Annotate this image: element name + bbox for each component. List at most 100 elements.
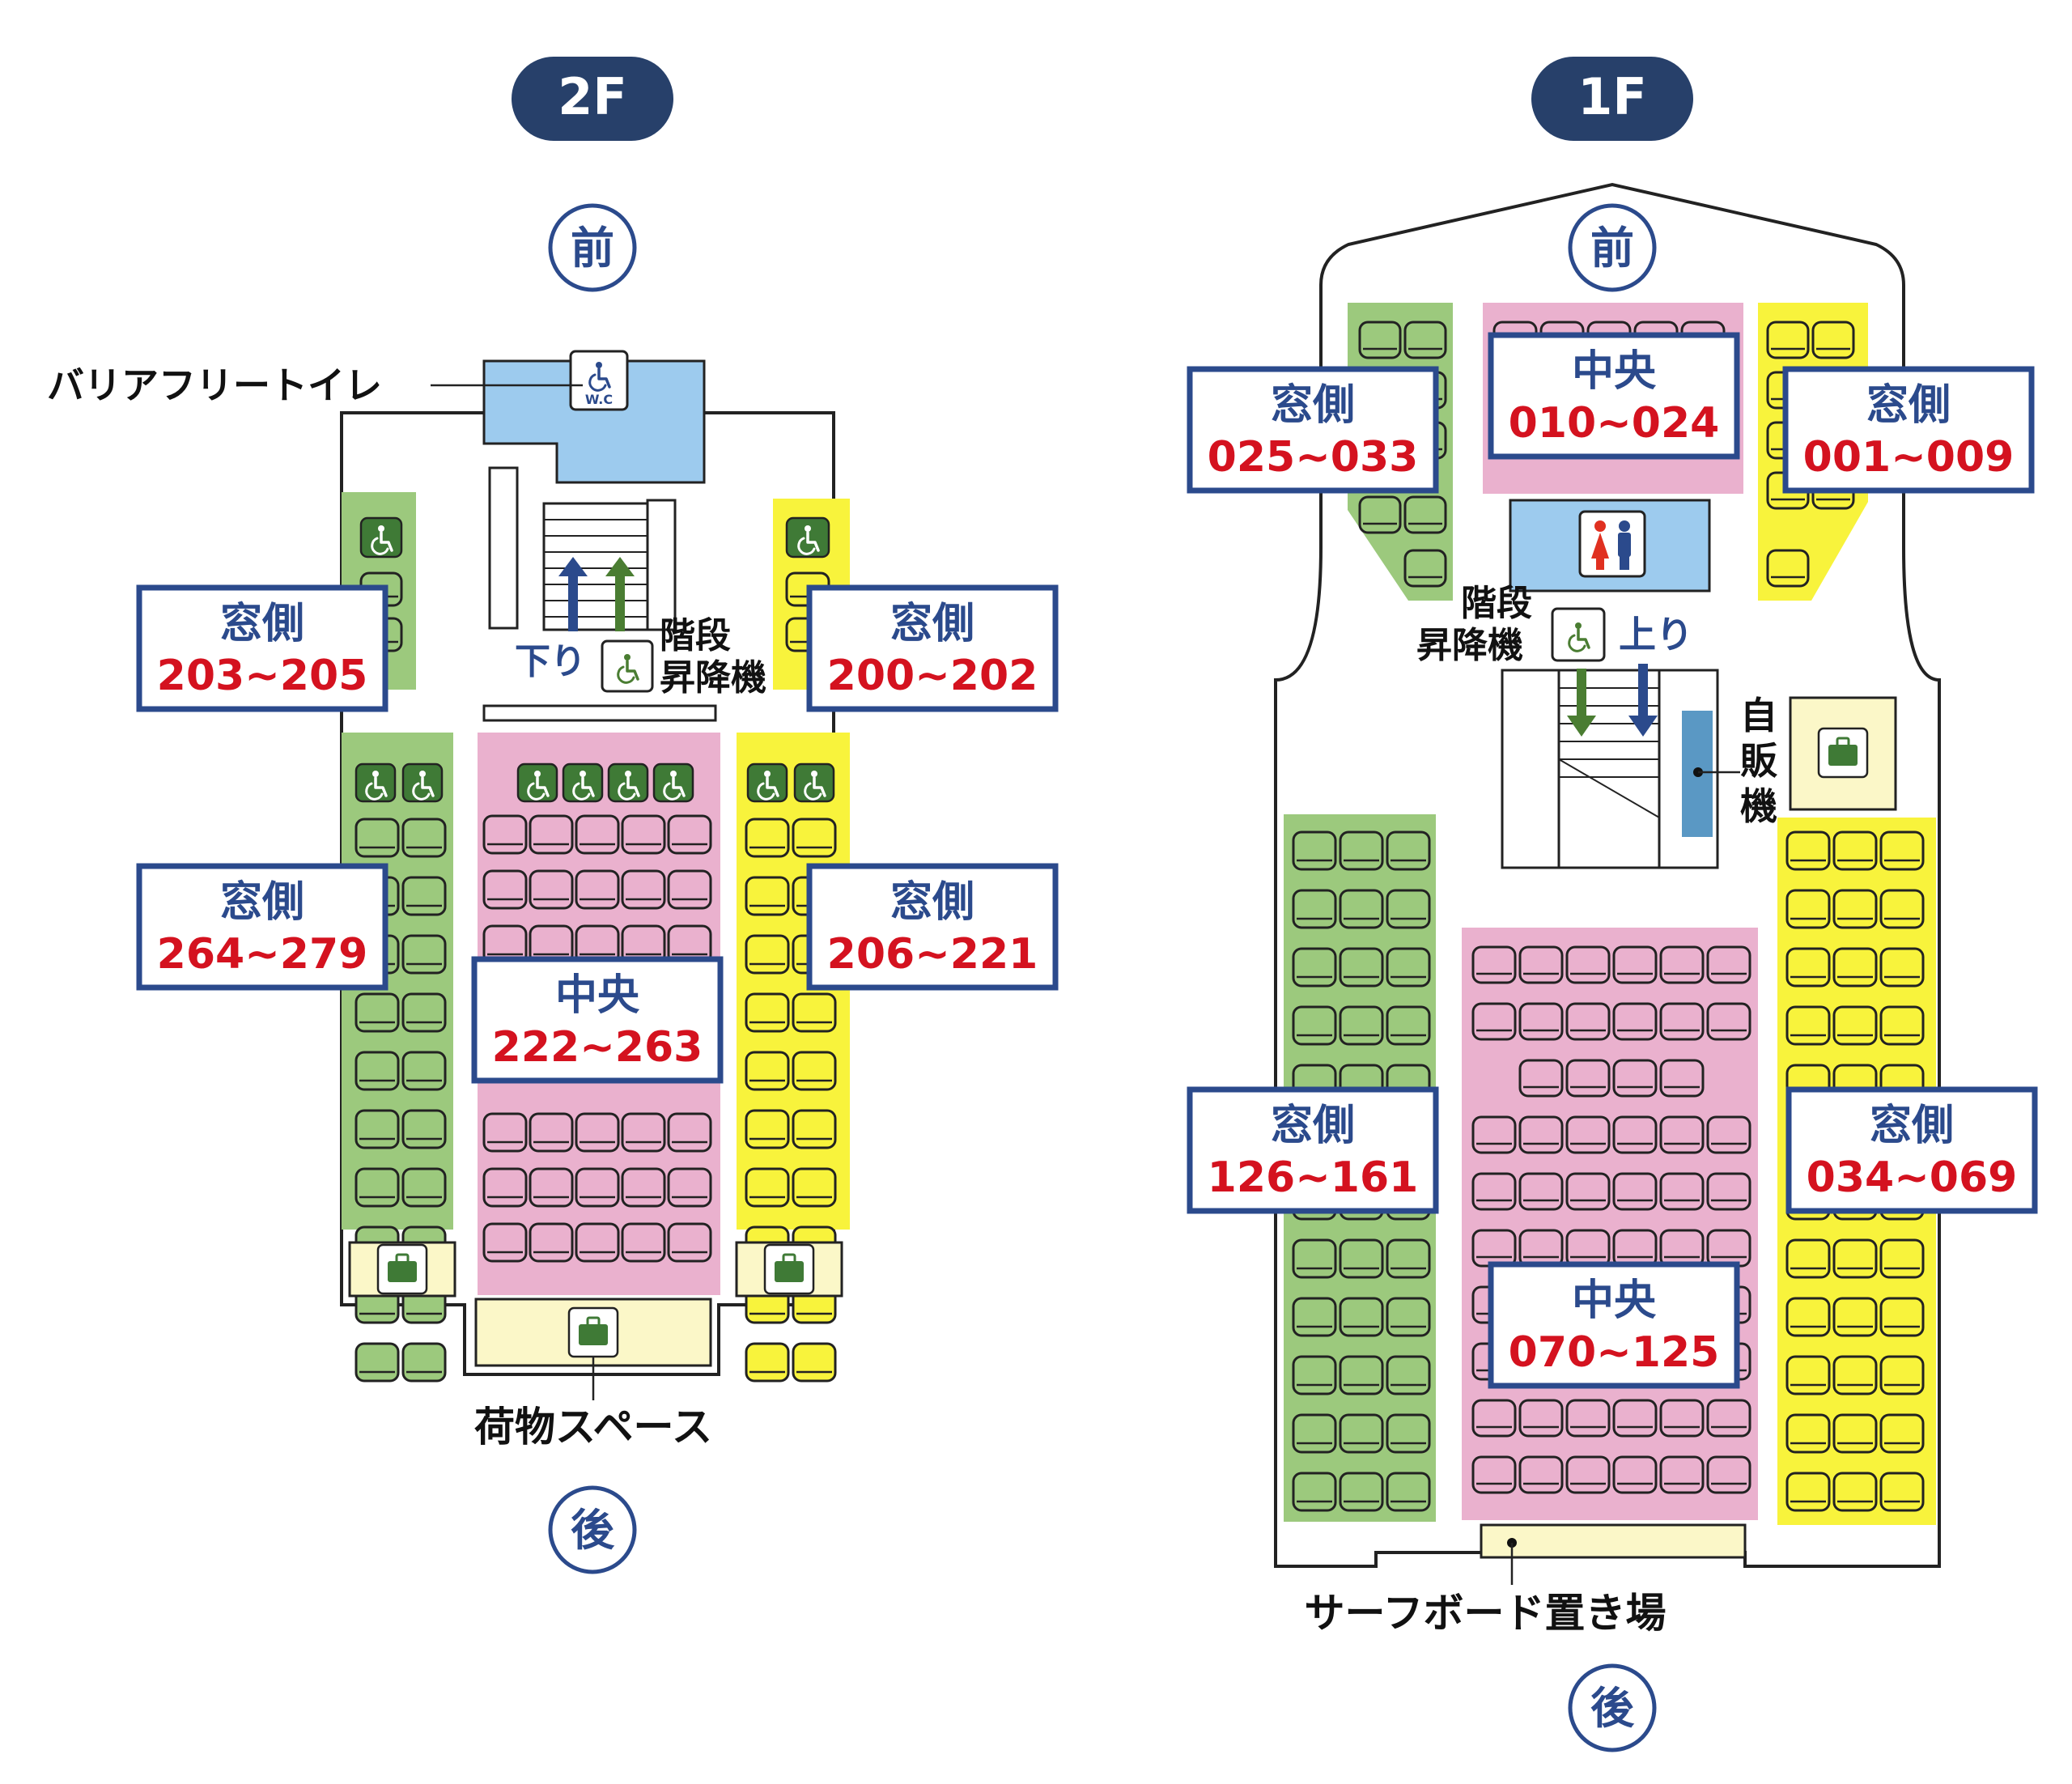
stairs-up-label: 上り: [1619, 613, 1693, 656]
seat: [745, 876, 790, 916]
zone-title: 中央: [555, 971, 640, 1020]
zone-seat-range: 034~069: [1807, 1153, 2018, 1202]
seat: [1292, 1472, 1337, 1512]
seat: [1785, 830, 1831, 871]
suitcase-handle: [782, 1253, 796, 1264]
stair-pillar-2f: [488, 466, 519, 630]
zone-seat-range: 203~205: [157, 652, 368, 700]
seat: [575, 1222, 620, 1263]
seat: [1706, 1002, 1751, 1041]
vending-label-1: 自: [1740, 694, 1777, 737]
seat: [529, 1222, 574, 1263]
seat: [621, 1222, 666, 1263]
zone-label-box: [806, 863, 1059, 991]
seat: [1518, 1002, 1564, 1041]
seat: [1879, 1472, 1925, 1512]
floor-badge-2f: [512, 57, 673, 141]
seat: [1386, 1297, 1431, 1337]
seat: [667, 1167, 712, 1208]
lift-label-2f: 昇降機: [660, 657, 766, 699]
zone-label-box: [136, 863, 388, 991]
seat: [1292, 830, 1337, 871]
zone-label-box: [1488, 1261, 1740, 1389]
seat: [1339, 947, 1384, 988]
zone-title: 中央: [1572, 347, 1657, 396]
floor-1f: 1F 前 階段 昇降機 上り: [1187, 57, 2038, 1752]
zone-seat-range: 264~279: [157, 930, 368, 979]
zone-seat-range: 222~263: [492, 1023, 703, 1072]
floor-badge-1f: [1531, 57, 1693, 141]
seat: [621, 1112, 666, 1153]
seat: [1565, 1002, 1611, 1041]
seat: [1358, 495, 1402, 534]
stair-landing-2f: [482, 704, 717, 722]
seat: [1471, 945, 1517, 984]
seat: [792, 1109, 837, 1149]
seat: [1659, 1115, 1705, 1154]
seat: [621, 1167, 666, 1208]
seat: [1386, 947, 1431, 988]
seat: [1403, 321, 1447, 359]
staircase-2f: [542, 499, 677, 631]
seat: [667, 869, 712, 910]
seat: [1565, 1115, 1611, 1154]
seat: [1386, 1005, 1431, 1046]
seat: [1706, 1399, 1751, 1438]
seat: [1785, 1005, 1831, 1046]
seat: [1403, 495, 1447, 534]
seat: [1785, 1238, 1831, 1279]
seat: [1832, 1238, 1878, 1279]
zone-label-box: [806, 584, 1059, 712]
seat: [1612, 1229, 1658, 1268]
suitcase-icon: [775, 1261, 804, 1282]
seat: [1879, 947, 1925, 988]
seat: [1471, 1455, 1517, 1494]
seat: [1612, 1059, 1658, 1098]
seat: [1832, 1355, 1878, 1395]
seat: [1386, 830, 1431, 871]
seat: [667, 1222, 712, 1263]
front-label-1f: 前: [1590, 223, 1634, 274]
zone-seat-range: 010~024: [1509, 399, 1720, 448]
seat: [745, 1342, 790, 1383]
toilet-sign-1f: [1578, 510, 1646, 578]
seat: [1785, 1472, 1831, 1512]
seat: [401, 818, 447, 858]
seat: [1879, 1297, 1925, 1337]
seat: [1292, 1297, 1337, 1337]
rear-label-1f: 後: [1590, 1683, 1635, 1734]
barrier-free-toilet: [482, 359, 706, 484]
seat: [529, 814, 574, 855]
seat: [1471, 1115, 1517, 1154]
seat: [792, 818, 837, 858]
seat: [1659, 945, 1705, 984]
seat: [1339, 889, 1384, 929]
seat: [1565, 1059, 1611, 1098]
seat: [745, 1051, 790, 1091]
seat: [1832, 1413, 1878, 1454]
vending-label-2: 販: [1740, 739, 1778, 783]
seat: [1879, 830, 1925, 871]
seat: [1832, 1005, 1878, 1046]
seat: [482, 1112, 528, 1153]
seat: [1471, 1172, 1517, 1211]
zone-label-box: [1488, 332, 1740, 460]
suitcase-icon: [1828, 745, 1858, 766]
wc-sign: [569, 350, 629, 411]
rear-label-2f: 後: [571, 1505, 615, 1556]
seat: [621, 814, 666, 855]
seat: [1785, 947, 1831, 988]
zone-label-box: [1187, 1086, 1439, 1214]
seat: [1292, 1005, 1337, 1046]
seat-grid-2f: [355, 516, 837, 1383]
seat: [1612, 945, 1658, 984]
seat: [1706, 945, 1751, 984]
luggage-space-label: 荷物スペース: [474, 1404, 712, 1451]
seat: [1292, 889, 1337, 929]
